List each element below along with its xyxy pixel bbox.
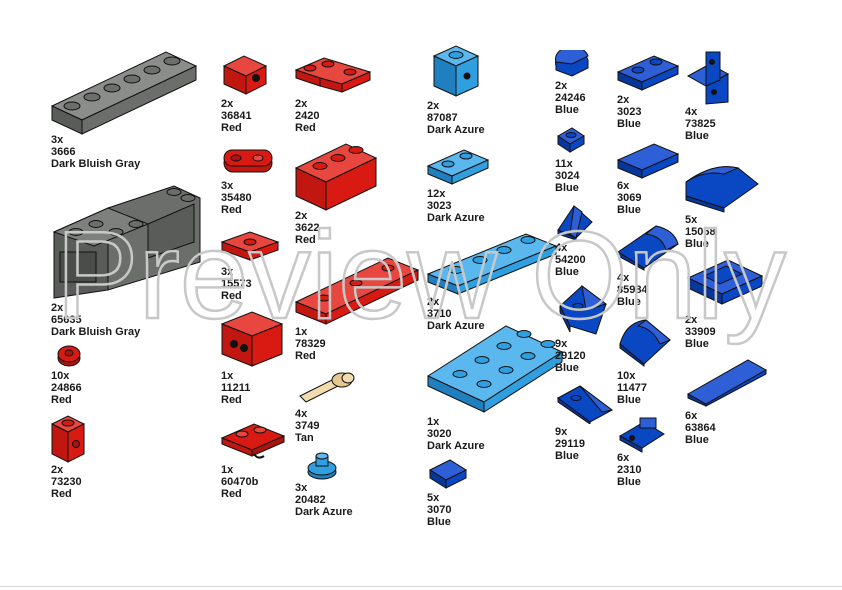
- part-image-3666: [48, 48, 200, 136]
- part-image-73230: [50, 414, 86, 464]
- part-image-3749: [296, 370, 358, 404]
- part-image-15573: [220, 228, 282, 262]
- part-image-3710: [426, 232, 560, 296]
- part-image-20482: [306, 452, 338, 482]
- part-image-24866: [56, 344, 82, 368]
- part-image-3069: [616, 140, 680, 180]
- part-image-33909: [686, 258, 764, 308]
- part-image-3023-azure: [426, 146, 490, 186]
- part-image-36841: [222, 52, 268, 96]
- part-image-78329: [294, 254, 422, 326]
- part-image-15068: [684, 160, 760, 214]
- part-image-11477: [616, 318, 674, 368]
- part-image-35480: [220, 146, 276, 178]
- part-image-3070: [428, 458, 468, 492]
- part-image-29120: [556, 284, 610, 336]
- part-image-60470b: [220, 420, 286, 462]
- part-image-3024: [556, 126, 586, 154]
- part-image-65635: [48, 182, 208, 302]
- part-image-54200: [556, 204, 594, 240]
- part-image-3622: [294, 140, 378, 212]
- part-image-29119: [556, 384, 614, 424]
- part-image-73825: [686, 50, 730, 106]
- part-image-2310: [618, 414, 668, 454]
- part-image-2420: [294, 56, 374, 96]
- part-image-3020: [426, 322, 566, 418]
- part-image-24246: [554, 50, 592, 80]
- part-image-3023-blue: [616, 52, 680, 92]
- part-image-87087: [432, 44, 480, 98]
- part-image-63864: [686, 358, 768, 408]
- part-image-11211: [220, 310, 284, 368]
- page-bottom-rule: [0, 586, 842, 587]
- part-image-85984: [616, 222, 680, 272]
